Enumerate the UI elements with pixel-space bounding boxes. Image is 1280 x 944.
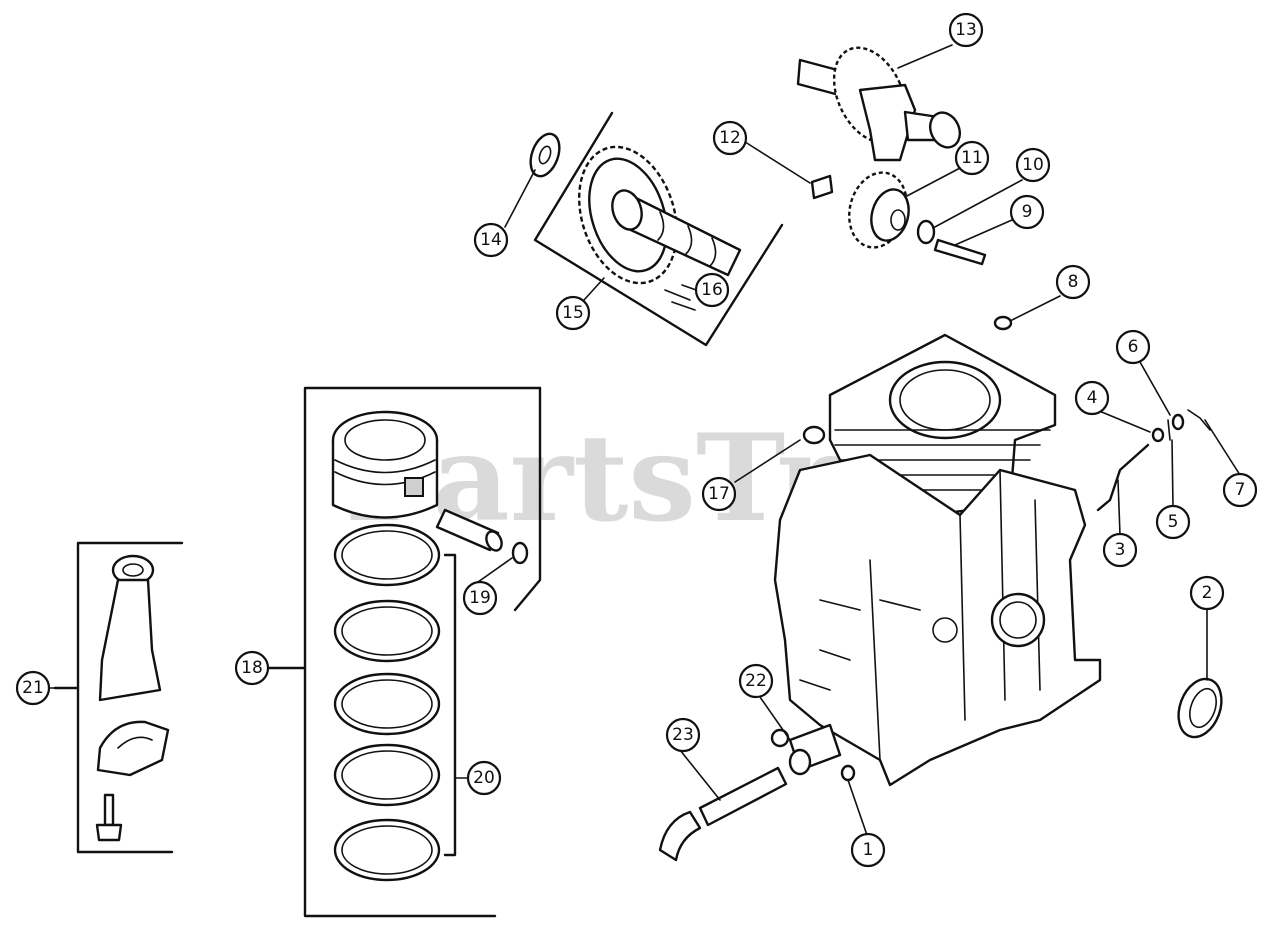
svg-text:22: 22 (745, 671, 767, 691)
svg-text:12: 12 (719, 128, 741, 148)
svg-text:1: 1 (863, 840, 874, 860)
drain-fitting (770, 723, 842, 776)
svg-text:15: 15 (562, 303, 584, 323)
cylinder-block (773, 333, 1102, 787)
plug-17 (802, 425, 826, 445)
washer (916, 219, 936, 245)
callout-14[interactable]: 14 (473, 222, 509, 258)
svg-text:10: 10 (1022, 155, 1044, 175)
callout-15[interactable]: 15 (555, 295, 591, 331)
callout-19[interactable]: 19 (462, 580, 498, 616)
svg-text:6: 6 (1128, 337, 1139, 357)
cap-screw (810, 174, 834, 200)
svg-text:18: 18 (241, 658, 263, 678)
callout-12[interactable]: 12 (712, 120, 748, 156)
callout-1[interactable]: 1 (850, 832, 886, 868)
svg-text:2: 2 (1202, 583, 1213, 603)
conrod-bracket (76, 541, 184, 854)
breather-tube (1096, 443, 1150, 512)
rod-cap (96, 720, 170, 777)
callout-5[interactable]: 5 (1155, 504, 1191, 540)
crankshaft (796, 46, 961, 162)
svg-text:20: 20 (473, 768, 495, 788)
callout-20[interactable]: 20 (466, 760, 502, 796)
rod-bolt (95, 793, 123, 842)
drain-hose (658, 766, 788, 862)
callout-18[interactable]: 18 (234, 650, 270, 686)
nut-6 (1171, 413, 1185, 431)
piston (331, 410, 439, 519)
callout-16[interactable]: 16 (694, 272, 730, 308)
svg-text:7: 7 (1235, 480, 1246, 500)
callout-11[interactable]: 11 (954, 140, 990, 176)
svg-text:19: 19 (469, 588, 491, 608)
callout-2[interactable]: 2 (1189, 575, 1225, 611)
svg-text:14: 14 (480, 230, 502, 250)
callout-6[interactable]: 6 (1115, 329, 1151, 365)
crank-gear (848, 171, 910, 249)
plug-1 (840, 764, 856, 782)
callout-9[interactable]: 9 (1009, 194, 1045, 230)
callout-21[interactable]: 21 (15, 670, 51, 706)
callout-10[interactable]: 10 (1015, 147, 1051, 183)
callout-23[interactable]: 23 (665, 717, 701, 753)
svg-text:3: 3 (1115, 540, 1126, 560)
svg-text:16: 16 (701, 280, 723, 300)
callout-13[interactable]: 13 (948, 12, 984, 48)
callout-group: 1 2 3 4 5 6 7 8 9 10 11 12 13 14 15 16 1… (15, 12, 1258, 868)
piston-rings (333, 523, 441, 882)
washer-4 (1151, 427, 1165, 443)
clip-7 (1187, 409, 1211, 431)
thrust-washer (529, 132, 561, 178)
connecting-rod (98, 554, 162, 702)
svg-text:23: 23 (672, 725, 694, 745)
callout-3[interactable]: 3 (1102, 532, 1138, 568)
callout-4[interactable]: 4 (1074, 380, 1110, 416)
callout-22[interactable]: 22 (738, 663, 774, 699)
oil-seal (1177, 677, 1223, 739)
callout-17[interactable]: 17 (701, 476, 737, 512)
svg-text:17: 17 (708, 484, 730, 504)
svg-text:8: 8 (1068, 272, 1079, 292)
rings-bracket (443, 553, 457, 857)
piston-bracket (303, 386, 542, 918)
plug (993, 315, 1013, 331)
key (933, 238, 987, 266)
svg-text:13: 13 (955, 20, 977, 40)
stud-5 (1167, 419, 1171, 441)
piston-pin-clip (511, 541, 529, 565)
camshaft-assembly (533, 111, 784, 347)
svg-text:5: 5 (1168, 512, 1179, 532)
svg-text:21: 21 (22, 678, 44, 698)
svg-text:4: 4 (1087, 388, 1098, 408)
callout-8[interactable]: 8 (1055, 264, 1091, 300)
piston-pin (435, 508, 500, 552)
svg-text:9: 9 (1022, 202, 1033, 222)
svg-text:11: 11 (961, 148, 983, 168)
callout-7[interactable]: 7 (1222, 472, 1258, 508)
